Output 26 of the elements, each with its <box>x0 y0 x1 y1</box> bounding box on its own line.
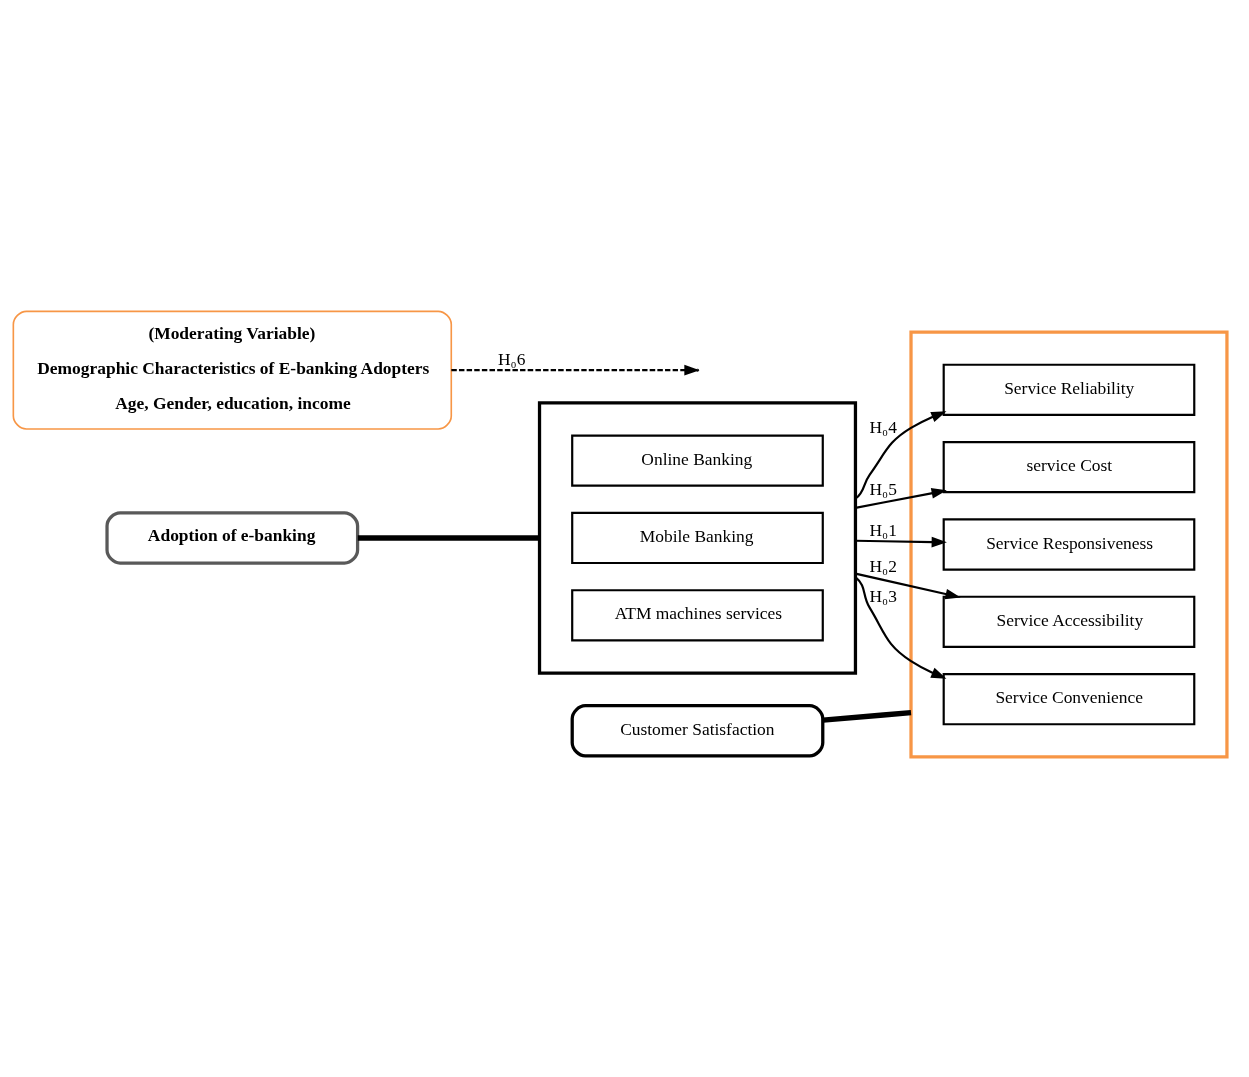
node-box: service Cost <box>942 441 1196 494</box>
cluster <box>909 330 1229 759</box>
connector <box>357 535 540 541</box>
node-box: Online Banking <box>571 434 824 487</box>
arrow <box>855 572 961 600</box>
node-box: Service Reliability <box>942 363 1196 416</box>
arrow <box>854 411 947 500</box>
edge-label: H₀1 <box>869 519 897 540</box>
node-box: Adoption of e-banking <box>105 511 360 565</box>
node-box: Mobile Banking <box>571 511 824 565</box>
node-box: Service Accessibility <box>942 595 1196 648</box>
node-box: Customer Satisfaction <box>570 704 825 758</box>
node-box: Service Convenience <box>942 673 1196 726</box>
edge-label: H₀4 <box>869 417 897 438</box>
node-box: (Moderating Variable) Demographic Characteristics of E-banking Adopters Age, Gender, education, income <box>12 310 453 430</box>
arrow <box>854 576 947 679</box>
edge-label: H₀6 <box>498 348 526 369</box>
arrow <box>855 487 947 509</box>
arrow <box>855 536 947 548</box>
edge-label: H₀2 <box>869 555 897 576</box>
node-box: ATM machines services <box>571 589 824 642</box>
connector <box>822 709 912 723</box>
edge-label: H₀3 <box>869 586 897 607</box>
cluster <box>537 401 858 675</box>
edge-label: H₀5 <box>869 479 897 500</box>
node-box: Service Responsiveness <box>942 518 1196 571</box>
